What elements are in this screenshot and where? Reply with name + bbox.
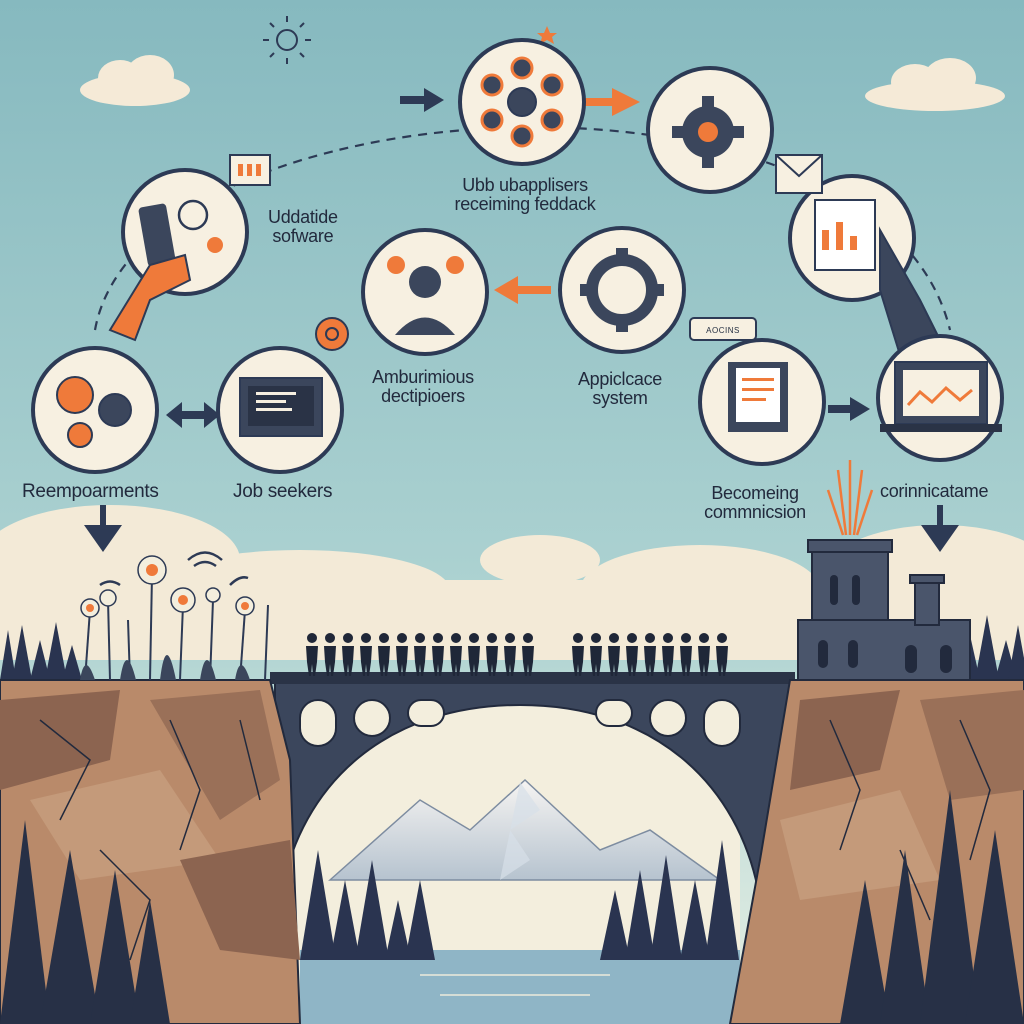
down-arrow-left <box>84 505 122 552</box>
person-silhouette <box>590 633 602 676</box>
node-circle-reports <box>788 174 942 357</box>
lake <box>300 950 740 1024</box>
person-silhouette <box>716 633 728 676</box>
person-silhouette <box>450 633 462 676</box>
node-circle-job-seekers <box>216 346 344 474</box>
castle <box>797 539 971 681</box>
label-update-software: Uddatide sofware <box>268 207 338 246</box>
star-icon <box>537 26 557 44</box>
label-requirements: Reempoarments <box>22 481 159 502</box>
person-silhouette <box>486 633 498 676</box>
cloud-left <box>80 55 190 106</box>
bridge <box>270 672 795 901</box>
down-arrow-right <box>921 505 959 552</box>
person-silhouette <box>662 633 674 676</box>
person-silhouette <box>432 633 444 676</box>
node-circle-feedback <box>458 38 586 166</box>
signal-rays <box>826 460 874 536</box>
person-silhouette <box>680 633 692 676</box>
foreground-trees <box>0 790 1024 1024</box>
arrow-right-2 <box>582 88 640 116</box>
label-application-system: Appiclcace system <box>577 369 663 408</box>
node-circle-decision-makers <box>361 228 489 356</box>
node-circle-communication <box>698 338 826 466</box>
node-circle-update-software <box>108 168 249 342</box>
person-silhouette <box>360 633 372 676</box>
person-silhouette <box>324 633 336 676</box>
person-silhouette <box>306 633 318 676</box>
label-decision-makers: Amburimious dectipioers <box>372 367 474 406</box>
person-silhouette <box>644 633 656 676</box>
arrow-right-1 <box>400 88 444 112</box>
node-circle-settings <box>646 66 774 194</box>
label-connection: corinnicatame <box>880 481 989 501</box>
arrow-right-3 <box>828 397 870 421</box>
arrow-left-orange <box>494 276 551 304</box>
sun-icon <box>263 16 311 64</box>
calendar-card <box>229 154 271 186</box>
person-silhouette <box>698 633 710 676</box>
label-job-seekers: Job seekers <box>233 481 333 502</box>
flowers <box>80 551 269 681</box>
person-silhouette <box>378 633 390 676</box>
node-circle-application-system <box>558 226 686 354</box>
profile-badge <box>315 317 349 351</box>
person-silhouette <box>396 633 408 676</box>
person-silhouette <box>504 633 516 676</box>
person-silhouette <box>522 633 534 676</box>
cloud-right <box>865 58 1005 111</box>
label-feedback: Ubb ubapplisers receiming feddack <box>454 175 596 214</box>
person-silhouette <box>572 633 584 676</box>
double-arrow <box>166 402 220 428</box>
node-circle-requirements <box>31 346 159 474</box>
speech-bubble: AOCINS <box>689 317 757 341</box>
person-silhouette <box>608 633 620 676</box>
people-group <box>306 633 728 676</box>
label-communication: Becomeing commnicsion <box>704 483 806 522</box>
person-silhouette <box>468 633 480 676</box>
person-silhouette <box>626 633 638 676</box>
svg-text:AOCINS: AOCINS <box>706 326 740 335</box>
person-silhouette <box>414 633 426 676</box>
person-silhouette <box>342 633 354 676</box>
valley-trees <box>300 840 739 960</box>
mail-card <box>775 154 823 194</box>
node-circle-connection <box>876 334 1004 462</box>
